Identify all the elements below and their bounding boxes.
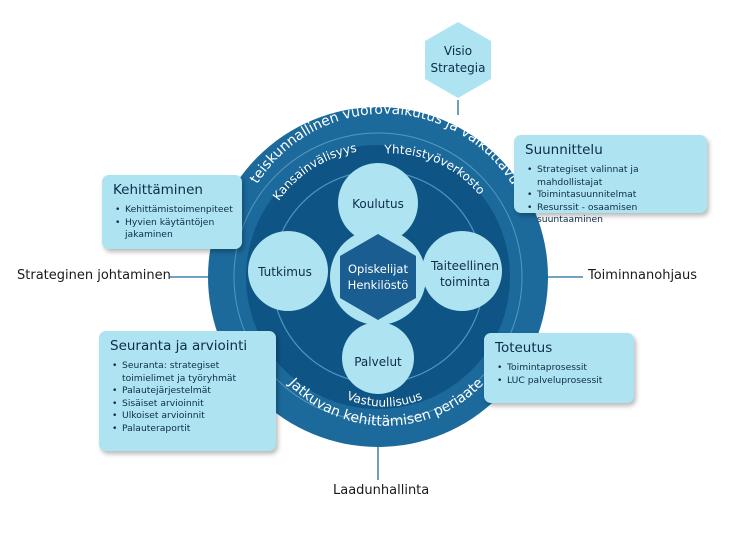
monitoring-box: Seuranta ja arviointi Seuranta: strategi… [99,331,276,451]
core-top-circle [338,163,418,243]
outer-guide-circle [233,132,523,422]
center-hexagon [340,234,416,320]
core-right-circle [422,231,502,311]
implementation-list: Toimintaprosessit LUC palveluprosessit [495,362,624,387]
planning-list: Strategiset valinnat ja mahdollistajat T… [525,164,697,227]
left-side-label: Strateginen johtaminen [17,268,171,283]
core-left-circle [248,231,328,311]
list-item: Hyvien käytäntöjen jakaminen [115,217,225,242]
vision-label-line1: Visio [444,44,472,58]
bottom-side-label: Laadunhallinta [333,483,430,498]
core-top-label: Koulutus [352,197,404,211]
monitoring-list: Seuranta: strategiset toimielimet ja työ… [110,360,266,435]
planning-title: Suunnittelu [525,142,603,158]
list-item: LUC palveluprosessit [497,375,624,388]
list-item: Palauteraportit [112,423,266,436]
center-label-line2: Henkilöstö [348,278,409,292]
list-item: Sisäiset arvioinnit [112,398,266,411]
list-item: Toimintasuunnitelmat [527,189,697,202]
core-right-label-line2: toiminta [440,275,490,289]
vision-hexagon [425,22,491,98]
list-item: Toimintaprosessit [497,362,624,375]
middle-ring-bottom-text: Vastuullisuus [345,389,424,410]
development-title: Kehittäminen [113,182,203,198]
list-item: Seuranta: strategiset toimielimet ja työ… [112,360,266,385]
right-side-label: Toiminnanohjaus [588,268,698,283]
list-item: Resurssit - osaamisen suuntaaminen [527,202,697,227]
core-bottom-circle [342,322,414,394]
planning-box: Suunnittelu Strategiset valinnat ja mahd… [514,135,707,225]
implementation-box: Toteutus Toimintaprosessit LUC palvelupr… [484,333,634,403]
development-box: Kehittäminen Kehittämistoimenpiteet Hyvi… [102,175,242,249]
center-label-line1: Opiskelijat [348,262,408,276]
core-right-label-line1: Taiteellinen [430,259,499,273]
core-left-label: Tutkimus [257,265,312,279]
list-item: Strategiset valinnat ja mahdollistajat [527,164,697,189]
monitoring-title: Seuranta ja arviointi [110,338,248,354]
implementation-title: Toteutus [495,340,553,356]
development-list: Kehittämistoimenpiteet Hyvien käytäntöje… [113,204,233,242]
list-item: Ulkoiset arvioinnit [112,410,266,423]
core-bottom-label: Palvelut [354,355,402,369]
list-item: Palautejärjestelmät [112,385,266,398]
vision-label-line2: Strategia [430,61,485,75]
list-item: Kehittämistoimenpiteet [115,204,233,217]
